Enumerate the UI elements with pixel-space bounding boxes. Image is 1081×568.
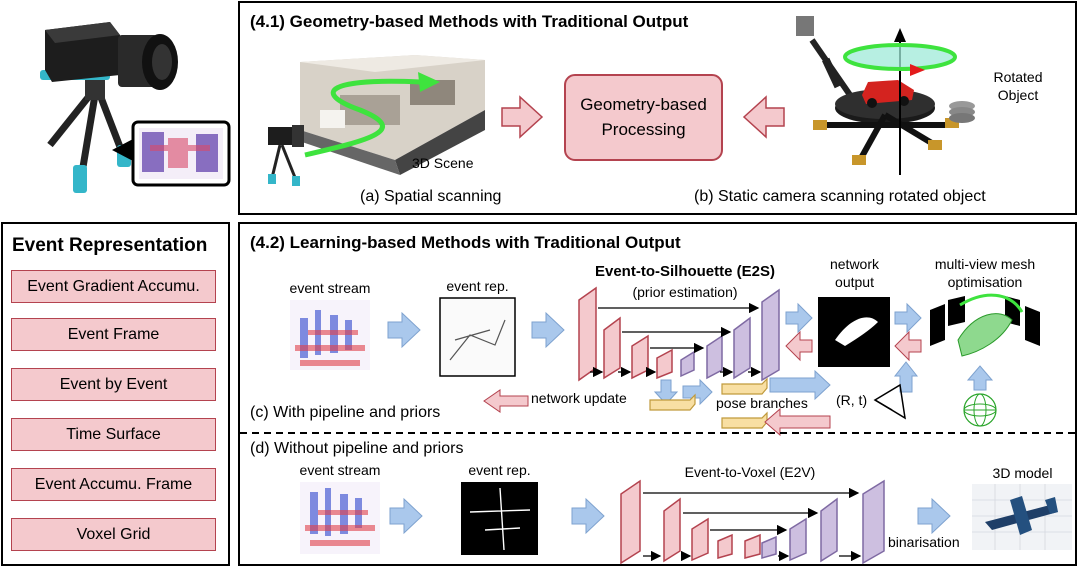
pose-branch-block-2 xyxy=(721,377,768,395)
arrow-right-icon xyxy=(785,302,813,334)
arrow-left-icon xyxy=(742,95,785,139)
event-rep-label-d: event rep. xyxy=(468,462,531,478)
processing-box xyxy=(564,74,723,161)
caption-a: (a) Spatial scanning xyxy=(360,188,502,205)
scene-camera xyxy=(268,125,304,186)
rep-item-event-gradient-accumu: Event Gradient Accumu. xyxy=(11,270,216,303)
panel-geometry-methods xyxy=(238,1,1077,215)
arrow-right-icon xyxy=(682,378,713,406)
e2s-subtitle: (prior estimation) xyxy=(632,284,738,300)
arrow-right-icon xyxy=(501,95,544,139)
multi-view-mesh xyxy=(930,293,1040,427)
pose-branch-block-3 xyxy=(721,411,768,429)
rotation-ring xyxy=(843,43,957,71)
camera-trajectory xyxy=(304,78,421,158)
rep-item-event-accumu-frame: Event Accumu. Frame xyxy=(11,468,216,501)
event-stream-cloud-d xyxy=(300,482,380,554)
scene-label: 3D Scene xyxy=(412,155,474,171)
arrow-right-icon xyxy=(387,311,421,349)
event-rep-label-c: event rep. xyxy=(446,278,509,294)
caption-d: (d) Without pipeline and priors xyxy=(250,440,464,457)
rt-label: (R, t) xyxy=(836,392,868,408)
arrow-right-icon xyxy=(571,497,605,535)
event-rep-frame-c xyxy=(439,297,516,377)
network-output-label-2: output xyxy=(835,274,874,290)
arrow-left-icon xyxy=(785,330,813,362)
event-camera-illustration xyxy=(0,0,236,200)
3d-model-label: 3D model xyxy=(992,465,1053,481)
arrow-down-icon xyxy=(653,379,679,405)
event-rep-frame-d xyxy=(461,482,538,555)
rep-item-event-by-event: Event by Event xyxy=(11,368,216,401)
panel-learning-methods xyxy=(238,222,1077,566)
network-output-label-1: network xyxy=(829,256,880,272)
voxel-model xyxy=(972,484,1072,550)
arrow-right-icon xyxy=(917,497,951,535)
caption-b: (b) Static camera scanning rotated objec… xyxy=(694,188,986,205)
event-representation-title: Event Representation xyxy=(12,235,208,256)
panel-42-title: (4.2) Learning-based Methods with Tradit… xyxy=(250,233,681,252)
rotated-object-label: Rotated Object xyxy=(993,69,1043,103)
arrow-left-icon xyxy=(483,389,529,413)
e2v-network xyxy=(620,479,885,565)
rep-item-voxel-grid: Voxel Grid xyxy=(11,518,216,551)
rep-item-time-surface: Time Surface xyxy=(11,418,216,451)
arrow-right-icon xyxy=(389,497,423,535)
event-stream-cloud-c xyxy=(290,300,370,370)
e2v-title: Event-to-Voxel (E2V) xyxy=(684,464,816,480)
processing-box-label: Geometry-based Processing xyxy=(580,95,707,139)
mesh-label-2: optimisation xyxy=(947,274,1023,290)
binarisation-label: binarisation xyxy=(888,534,960,550)
arrow-left-icon xyxy=(894,330,922,362)
caption-c: (c) With pipeline and priors xyxy=(250,404,441,421)
event-representation-panel xyxy=(1,222,230,566)
arrow-right-icon xyxy=(531,311,565,349)
e2s-title: Event-to-Silhouette (E2S) xyxy=(594,263,775,280)
arrow-right-icon xyxy=(894,302,922,334)
arrow-up-icon xyxy=(893,361,919,393)
camera-frustum-icon xyxy=(873,383,906,420)
network-update-label: network update xyxy=(531,390,627,406)
pose-branch-block-1 xyxy=(649,393,696,411)
rep-item-event-frame: Event Frame xyxy=(11,318,216,351)
arrow-right-icon xyxy=(769,369,831,401)
event-stream-label-c: event stream xyxy=(289,280,371,296)
arrow-left-icon xyxy=(764,407,831,437)
event-stream-label-d: event stream xyxy=(299,462,381,478)
mesh-label-1: multi-view mesh xyxy=(934,256,1036,272)
e2s-network xyxy=(578,286,780,382)
pose-branches-label: pose branches xyxy=(716,395,808,411)
arrow-up-icon xyxy=(966,365,994,391)
panel-41-title: (4.1) Geometry-based Methods with Tradit… xyxy=(250,12,689,31)
